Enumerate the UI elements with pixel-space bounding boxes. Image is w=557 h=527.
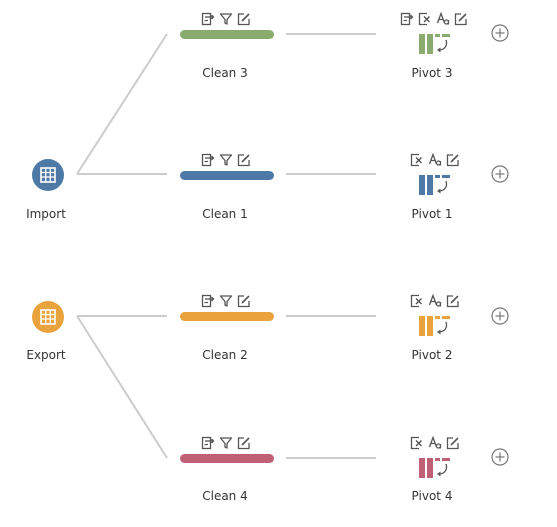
add-step-button[interactable] [491, 307, 509, 325]
pivot2-label: Pivot 2 [411, 348, 453, 362]
clean1-label: Clean 1 [202, 207, 248, 221]
edit-icon[interactable] [454, 12, 468, 26]
clean2-icons [201, 294, 251, 308]
remove-icon[interactable] [410, 294, 424, 308]
clean2-label: Clean 2 [202, 348, 248, 362]
edit-icon[interactable] [237, 294, 251, 308]
pivot2-icon[interactable] [418, 314, 452, 338]
clean1-icons [201, 153, 251, 167]
pivot4-icon[interactable] [418, 456, 452, 480]
connector-export-clean4 [76, 315, 168, 459]
rename-icon[interactable] [201, 12, 215, 26]
rename-icon[interactable] [201, 153, 215, 167]
filter-icon[interactable] [219, 436, 233, 450]
pivot1-icon[interactable] [418, 173, 452, 197]
remove-icon[interactable] [410, 153, 424, 167]
pivot2-icons [410, 294, 460, 308]
filter-icon[interactable] [219, 294, 233, 308]
import-circle[interactable] [32, 159, 64, 191]
text-case-icon[interactable] [428, 153, 442, 167]
remove-icon[interactable] [418, 12, 432, 26]
edit-icon[interactable] [446, 294, 460, 308]
clean3-bar[interactable] [180, 30, 274, 39]
clean3-label: Clean 3 [202, 66, 248, 80]
edit-icon[interactable] [446, 153, 460, 167]
add-step-button[interactable] [491, 24, 509, 42]
pivot4-icons [410, 436, 460, 450]
table-icon [40, 309, 56, 325]
edit-icon[interactable] [446, 436, 460, 450]
pivot1-icons [410, 153, 460, 167]
pivot4-label: Pivot 4 [411, 489, 453, 503]
clean3-icons [201, 12, 251, 26]
rename-icon[interactable] [400, 12, 414, 26]
filter-icon[interactable] [219, 12, 233, 26]
edit-icon[interactable] [237, 12, 251, 26]
add-step-button[interactable] [491, 448, 509, 466]
pivot3-label: Pivot 3 [411, 66, 453, 80]
pivot3-icons [400, 12, 468, 26]
clean4-label: Clean 4 [202, 489, 248, 503]
connector-import-clean3 [76, 33, 168, 175]
export-label: Export [26, 348, 66, 362]
add-step-button[interactable] [491, 165, 509, 183]
clean1-bar[interactable] [180, 171, 274, 180]
text-case-icon[interactable] [428, 436, 442, 450]
clean4-bar[interactable] [180, 454, 274, 463]
pivot1-label: Pivot 1 [411, 207, 453, 221]
rename-icon[interactable] [201, 436, 215, 450]
table-icon [40, 167, 56, 183]
text-case-icon[interactable] [436, 12, 450, 26]
rename-icon[interactable] [201, 294, 215, 308]
edit-icon[interactable] [237, 153, 251, 167]
edit-icon[interactable] [237, 436, 251, 450]
text-case-icon[interactable] [428, 294, 442, 308]
remove-icon[interactable] [410, 436, 424, 450]
clean4-icons [201, 436, 251, 450]
clean2-bar[interactable] [180, 312, 274, 321]
filter-icon[interactable] [219, 153, 233, 167]
export-circle[interactable] [32, 301, 64, 333]
pivot3-icon[interactable] [418, 32, 452, 56]
import-label: Import [26, 207, 66, 221]
